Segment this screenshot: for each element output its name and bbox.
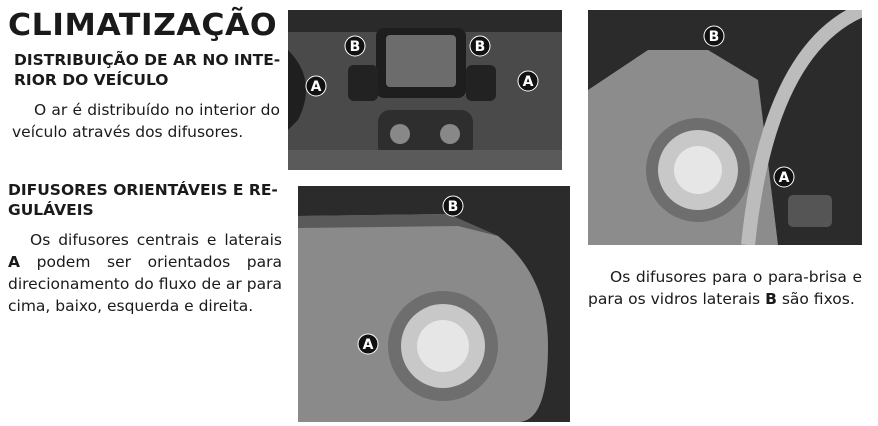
figure-dashboard: A A B B bbox=[288, 10, 562, 170]
callout-a: A bbox=[357, 333, 379, 355]
svg-text:B: B bbox=[448, 199, 459, 215]
svg-text:B: B bbox=[350, 39, 361, 55]
section-heading-distribution: DISTRIBUIÇÃO DE AR NO INTE- RIOR DO VEÍC… bbox=[14, 50, 286, 90]
callout-b: B bbox=[703, 25, 725, 47]
page-title: CLIMATIZAÇÃO bbox=[8, 8, 278, 43]
body-text: Os difusores centrais e laterais bbox=[30, 231, 282, 249]
body-text: são fixos. bbox=[776, 290, 855, 308]
svg-text:A: A bbox=[779, 170, 790, 186]
figure-side-vent: A B bbox=[298, 186, 570, 422]
callout-a-left: A bbox=[305, 75, 327, 97]
body-text: Os difusores para o para-brisa e para os… bbox=[588, 268, 862, 308]
dashboard-illustration: A A B B bbox=[288, 10, 562, 170]
label-b-ref: B bbox=[765, 290, 777, 308]
svg-text:B: B bbox=[709, 29, 720, 45]
heading-line: DIFUSORES ORIENTÁVEIS E RE- bbox=[8, 181, 278, 199]
section-body-distribution: O ar é distribuído no interior do veícul… bbox=[12, 99, 280, 143]
heading-line: RIOR DO VEÍCULO bbox=[14, 71, 169, 89]
svg-text:A: A bbox=[311, 79, 322, 95]
svg-text:A: A bbox=[363, 337, 374, 353]
heading-line: DISTRIBUIÇÃO DE AR NO INTE- bbox=[14, 51, 281, 69]
svg-text:B: B bbox=[475, 39, 486, 55]
section-heading-vents: DIFUSORES ORIENTÁVEIS E RE- GULÁVEIS bbox=[8, 180, 280, 220]
callout-b-right: B bbox=[469, 35, 491, 57]
callout-a-right: A bbox=[517, 70, 539, 92]
body-text: O ar é distribuído no interior do veícul… bbox=[12, 101, 280, 141]
section-body-fixed: Os difusores para o para-brisa e para os… bbox=[588, 266, 862, 310]
callout-a: A bbox=[773, 166, 795, 188]
figure-driver-vent: A B bbox=[588, 10, 862, 245]
svg-text:A: A bbox=[523, 74, 534, 90]
side-vent-illustration: A B bbox=[298, 186, 570, 422]
section-body-vents: Os difusores centrais e laterais A podem… bbox=[8, 229, 282, 317]
driver-vent-illustration: A B bbox=[588, 10, 862, 245]
callout-b: B bbox=[442, 195, 464, 217]
label-a-ref: A bbox=[8, 253, 20, 271]
heading-line: GULÁVEIS bbox=[8, 201, 94, 219]
callout-b-left: B bbox=[344, 35, 366, 57]
body-text: podem ser orientados para direcionamento… bbox=[8, 253, 282, 315]
